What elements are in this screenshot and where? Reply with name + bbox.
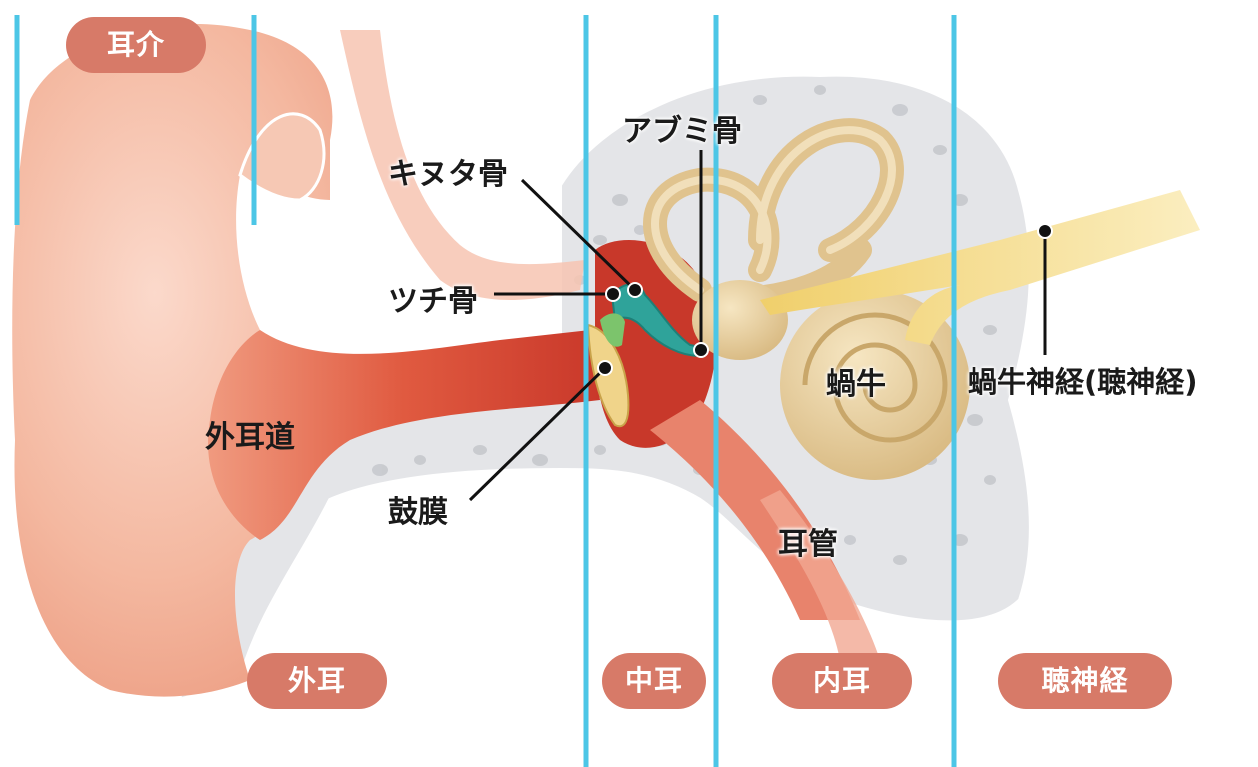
pointer-stapes bbox=[694, 343, 708, 357]
label-ear-canal: 外耳道 bbox=[205, 412, 295, 456]
label-eustachian-tube: 耳管 bbox=[778, 519, 838, 563]
label-malleus: ツチ骨 bbox=[388, 276, 478, 320]
label-stapes: アブミ骨 bbox=[622, 106, 742, 150]
pointer-eardrum bbox=[598, 361, 612, 375]
leader-incus bbox=[522, 180, 635, 290]
section-label-outer-ear: 外耳 bbox=[247, 653, 387, 709]
label-incus: キヌタ骨 bbox=[388, 149, 508, 193]
pointer-malleus bbox=[606, 287, 620, 301]
section-label-auricle: 耳介 bbox=[66, 17, 206, 73]
label-cochlea: 蝸牛 bbox=[826, 359, 886, 403]
label-eardrum: 鼓膜 bbox=[388, 487, 448, 531]
section-label-auditory-nerve: 聴神経 bbox=[998, 653, 1172, 709]
pointer-nerve bbox=[1038, 224, 1052, 238]
pointer-incus bbox=[628, 283, 642, 297]
leader-eardrum bbox=[470, 368, 605, 500]
label-cochlear-nerve: 蝸牛神経(聴神経) bbox=[968, 359, 1198, 401]
section-label-inner-ear: 内耳 bbox=[772, 653, 912, 709]
section-label-middle-ear: 中耳 bbox=[602, 653, 706, 709]
